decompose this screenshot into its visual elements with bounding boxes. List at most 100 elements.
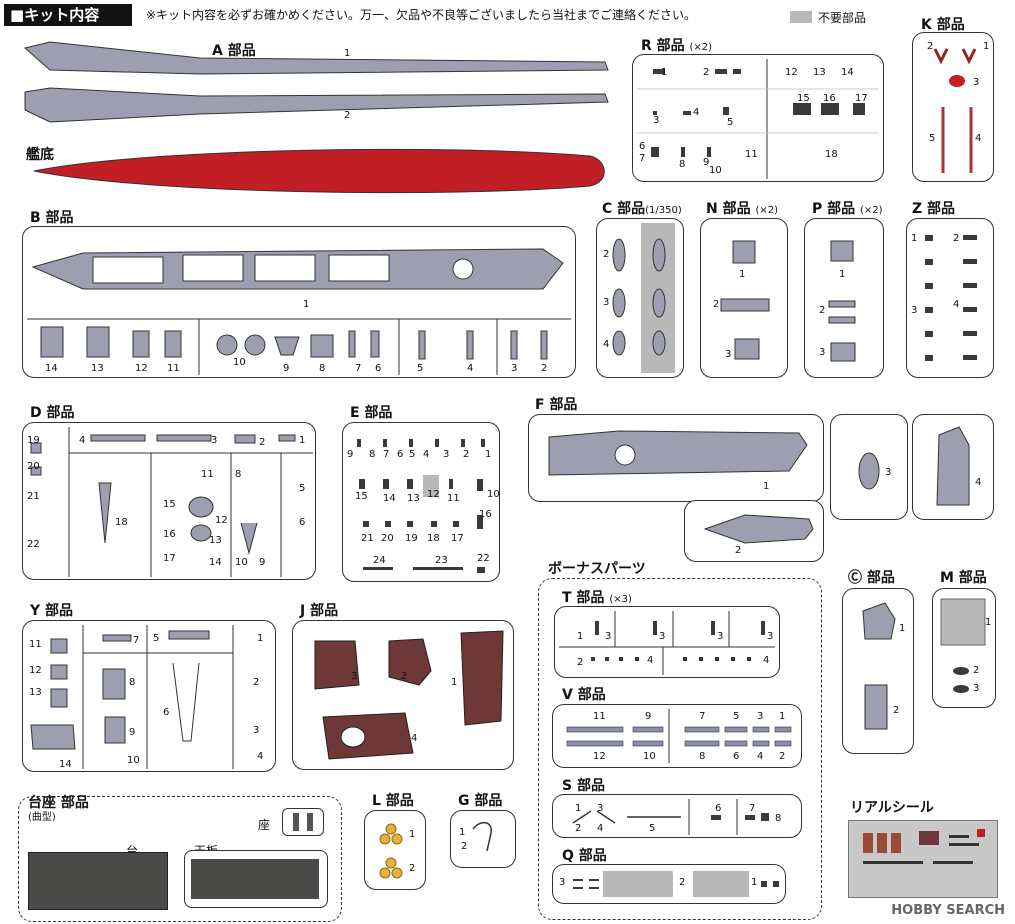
f-parts-tray-2: 2 <box>684 500 824 562</box>
s-num-7: 7 <box>749 803 756 814</box>
e-num-13: 13 <box>407 493 420 504</box>
r-num-13: 13 <box>813 67 826 78</box>
e-num-3: 3 <box>443 449 450 460</box>
l-parts-title: L 部品 <box>372 793 414 809</box>
y-num-2: 2 <box>253 677 260 688</box>
v-num-5: 5 <box>733 711 740 722</box>
e-num-23: 23 <box>435 555 448 566</box>
j-num-2: 2 <box>401 671 408 682</box>
t-num-3d: 3 <box>767 631 774 642</box>
y-parts-title: Y 部品 <box>30 603 74 619</box>
v-num-12: 12 <box>593 751 606 762</box>
y-num-14: 14 <box>59 759 72 770</box>
d-num-3: 3 <box>211 435 218 446</box>
t-parts-tray: 1 3 3 3 3 2 4 4 <box>554 606 780 678</box>
c-num-4: 4 <box>603 339 610 350</box>
b-parts-title: B 部品 <box>30 210 74 226</box>
s-parts-title: S 部品 <box>562 778 605 794</box>
y-num-7: 7 <box>133 635 140 646</box>
g-parts-tray: 1 2 <box>450 810 516 868</box>
stand-parts-title: 台座 部品 <box>28 795 89 811</box>
m-num-3: 3 <box>973 683 980 694</box>
r-parts-title: R 部品 (×2) <box>641 38 713 54</box>
stand-parts-frame <box>18 796 342 922</box>
g-num-2: 2 <box>461 841 468 852</box>
d-num-4: 4 <box>79 435 86 446</box>
y-num-6: 6 <box>163 707 170 718</box>
f-num-3: 3 <box>885 467 892 478</box>
a-part-1 <box>23 41 609 75</box>
e-num-17: 17 <box>451 533 464 544</box>
e-num-18: 18 <box>427 533 440 544</box>
hull-bottom-shape <box>33 148 605 194</box>
p-parts-tray: 1 2 3 <box>804 218 884 378</box>
v-num-6: 6 <box>733 751 740 762</box>
stand-za-label: 座 <box>258 818 271 832</box>
n-num-3: 3 <box>725 349 732 360</box>
r-num-11: 11 <box>745 149 758 160</box>
n-num-2: 2 <box>713 299 720 310</box>
b-parts-tray: 1 14 13 12 11 10 9 8 7 6 5 4 3 2 <box>22 226 576 378</box>
j-num-4: 4 <box>411 733 418 744</box>
e-num-1: 1 <box>485 449 492 460</box>
e-num-24: 24 <box>373 555 386 566</box>
l-parts-tray: 1 2 <box>364 810 426 890</box>
q-parts-tray: 3 2 1 <box>552 864 786 904</box>
t-num-4a: 4 <box>647 655 654 666</box>
b-num-12: 12 <box>135 363 148 374</box>
e-num-6: 6 <box>397 449 404 460</box>
f-parts-title: F 部品 <box>535 397 578 413</box>
r-num-14: 14 <box>841 67 854 78</box>
b-num-8: 8 <box>319 363 326 374</box>
v-num-10: 10 <box>643 751 656 762</box>
r-num-7: 7 <box>639 153 646 164</box>
stand-base-part <box>28 852 168 910</box>
e-num-22: 22 <box>477 553 490 564</box>
t-num-3a: 3 <box>605 631 612 642</box>
b-num-5: 5 <box>417 363 424 374</box>
k-parts-title: K 部品 <box>921 17 965 33</box>
y-num-10: 10 <box>127 755 140 766</box>
d-num-5: 5 <box>299 483 306 494</box>
z-parts-title: Z 部品 <box>912 201 956 217</box>
b-num-13: 13 <box>91 363 104 374</box>
s-num-2: 2 <box>575 823 582 834</box>
b-num-11: 11 <box>167 363 180 374</box>
s-num-8: 8 <box>775 813 782 824</box>
q-num-3: 3 <box>559 877 566 888</box>
v-num-7: 7 <box>699 711 706 722</box>
a-num-2: 2 <box>344 110 351 121</box>
y-num-12: 12 <box>29 665 42 676</box>
y-num-1: 1 <box>257 633 264 644</box>
p-num-2: 2 <box>819 305 826 316</box>
y-num-5: 5 <box>153 633 160 644</box>
p-parts-title: P 部品 (×2) <box>812 201 883 217</box>
d-parts-tray: 19 4 3 2 1 20 11 8 5 21 18 15 12 6 16 13… <box>22 422 316 580</box>
b-num-6: 6 <box>375 363 382 374</box>
r-num-5: 5 <box>727 117 734 128</box>
e-parts-tray: 9 8 7 6 5 4 3 2 1 15 14 13 12 11 10 21 2… <box>342 422 500 582</box>
f-parts-tray-4: 4 <box>912 414 994 520</box>
b-num-14: 14 <box>45 363 58 374</box>
y-num-9: 9 <box>129 727 136 738</box>
real-seal-sheet <box>848 820 998 898</box>
s-num-4: 4 <box>597 823 604 834</box>
y-num-8: 8 <box>129 677 136 688</box>
z-num-1: 1 <box>911 233 918 244</box>
v-num-2: 2 <box>779 751 786 762</box>
z-num-3: 3 <box>911 305 918 316</box>
real-seal-title: リアルシール <box>850 800 934 816</box>
q-num-2: 2 <box>679 877 686 888</box>
e-num-9: 9 <box>347 449 354 460</box>
t-parts-title: T 部品 (×3) <box>562 590 632 606</box>
d-num-2: 2 <box>259 437 266 448</box>
d-num-14: 14 <box>209 557 222 568</box>
e-num-15: 15 <box>355 491 368 502</box>
d-num-8: 8 <box>235 469 242 480</box>
z-parts-tray: 1 2 3 4 <box>906 218 994 378</box>
v-parts-tray: 11 9 7 5 3 1 12 10 8 6 4 2 <box>552 704 802 768</box>
d-num-9: 9 <box>259 557 266 568</box>
e-parts-title: E 部品 <box>350 405 393 421</box>
k-num-1: 1 <box>983 41 990 52</box>
e-num-7: 7 <box>383 449 390 460</box>
